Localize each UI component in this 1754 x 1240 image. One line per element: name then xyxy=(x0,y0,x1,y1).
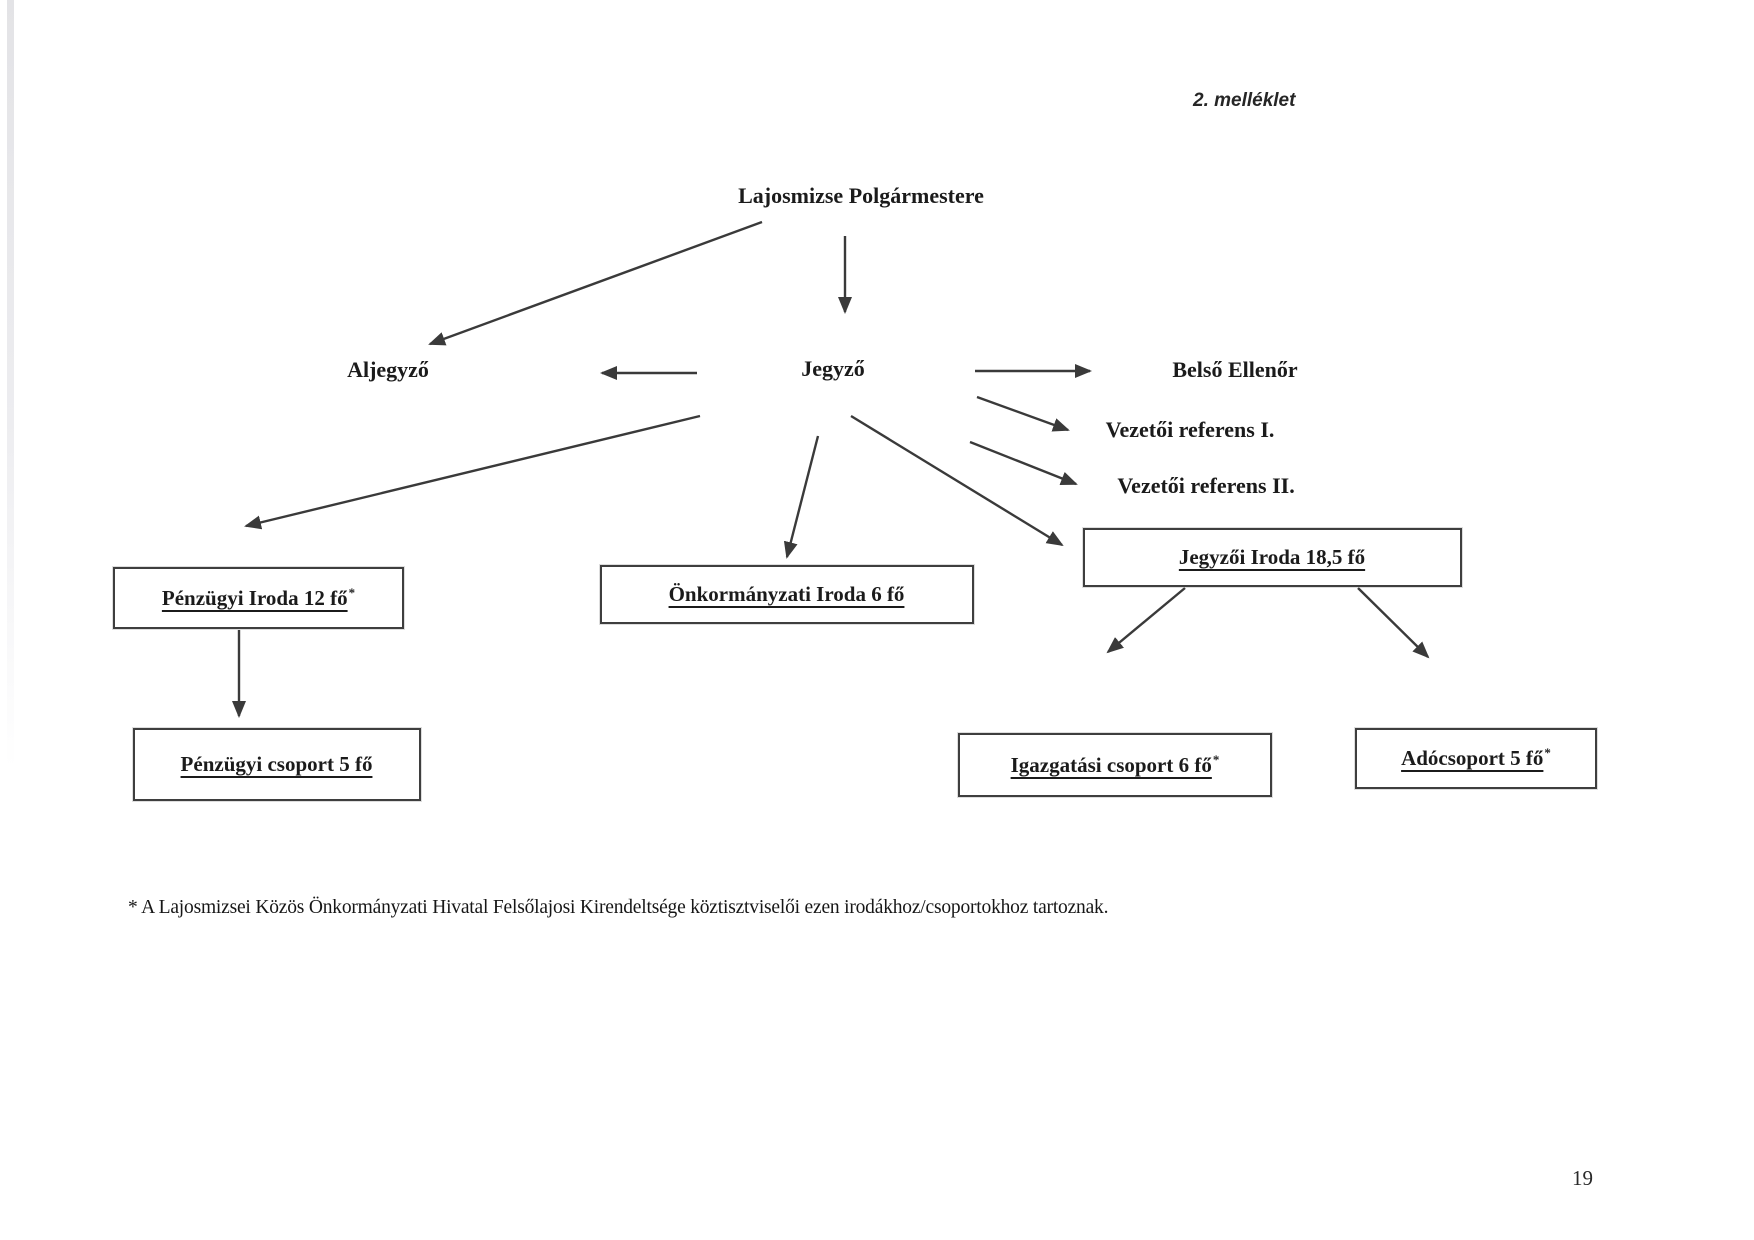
node-box-adocsoport: Adócsoport 5 fő* xyxy=(1355,728,1597,789)
node-box-penzugyi-csoport: Pénzügyi csoport 5 fő xyxy=(133,728,421,801)
node-box-penzugyi-iroda: Pénzügyi Iroda 12 fő* xyxy=(113,567,404,629)
node-polgarmester: Lajosmizse Polgármestere xyxy=(738,183,984,208)
node-vezetoi-referens-1: Vezetői referens I. xyxy=(1105,417,1275,442)
arrow-jegyzo-to-vezetoi-referens-2 xyxy=(969,440,1078,486)
arrow-polgarmester-to-aljegyzo xyxy=(428,220,763,346)
box-label: Önkormányzati Iroda 6 fő xyxy=(668,582,905,606)
node-box-jegyzoi-iroda: Jegyzői Iroda 18,5 fő xyxy=(1083,528,1462,587)
arrow-jegyzo-to-vezetoi-referens-1 xyxy=(976,395,1070,432)
footnote-marker: * xyxy=(348,584,356,600)
arrow-jegyzoi-iroda-to-adocsoport xyxy=(1357,587,1430,659)
box-label: Pénzügyi csoport 5 fő xyxy=(180,752,373,776)
arrow-jegyzo-to-jegyzoi-iroda xyxy=(850,414,1064,547)
box-label: Pénzügyi Iroda 12 fő xyxy=(161,585,348,610)
box-label: Igazgatási csoport 6 fő xyxy=(1010,752,1212,777)
footnote-marker: * xyxy=(1212,751,1220,767)
attachment-annotation: 2. melléklet xyxy=(1193,90,1296,111)
arrow-jegyzo-to-penzugyi-iroda xyxy=(244,414,701,530)
node-belso-ellenor: Belső Ellenőr xyxy=(1172,357,1298,382)
node-aljegyzo: Aljegyző xyxy=(347,357,429,382)
arrow-jegyzoi-iroda-to-igazgatasi-csoport xyxy=(1106,587,1186,654)
node-box-igazgatasi-csoport: Igazgatási csoport 6 fő* xyxy=(958,733,1272,797)
page-number: 19 xyxy=(1572,1166,1593,1190)
node-jegyzo: Jegyző xyxy=(801,356,865,381)
box-label: Jegyzői Iroda 18,5 fő xyxy=(1178,545,1366,569)
node-box-onkormanyzati-iroda: Önkormányzati Iroda 6 fő xyxy=(600,565,974,624)
box-label: Adócsoport 5 fő xyxy=(1401,746,1544,770)
node-vezetoi-referens-2: Vezetői referens II. xyxy=(1117,473,1295,498)
arrow-jegyzo-to-onkormanyzati-iroda xyxy=(783,435,820,559)
scan-edge-artifact xyxy=(7,0,14,769)
footnote: * A Lajosmizsei Közös Önkormányzati Hiva… xyxy=(128,897,1109,918)
footnote-marker: * xyxy=(1544,745,1551,760)
